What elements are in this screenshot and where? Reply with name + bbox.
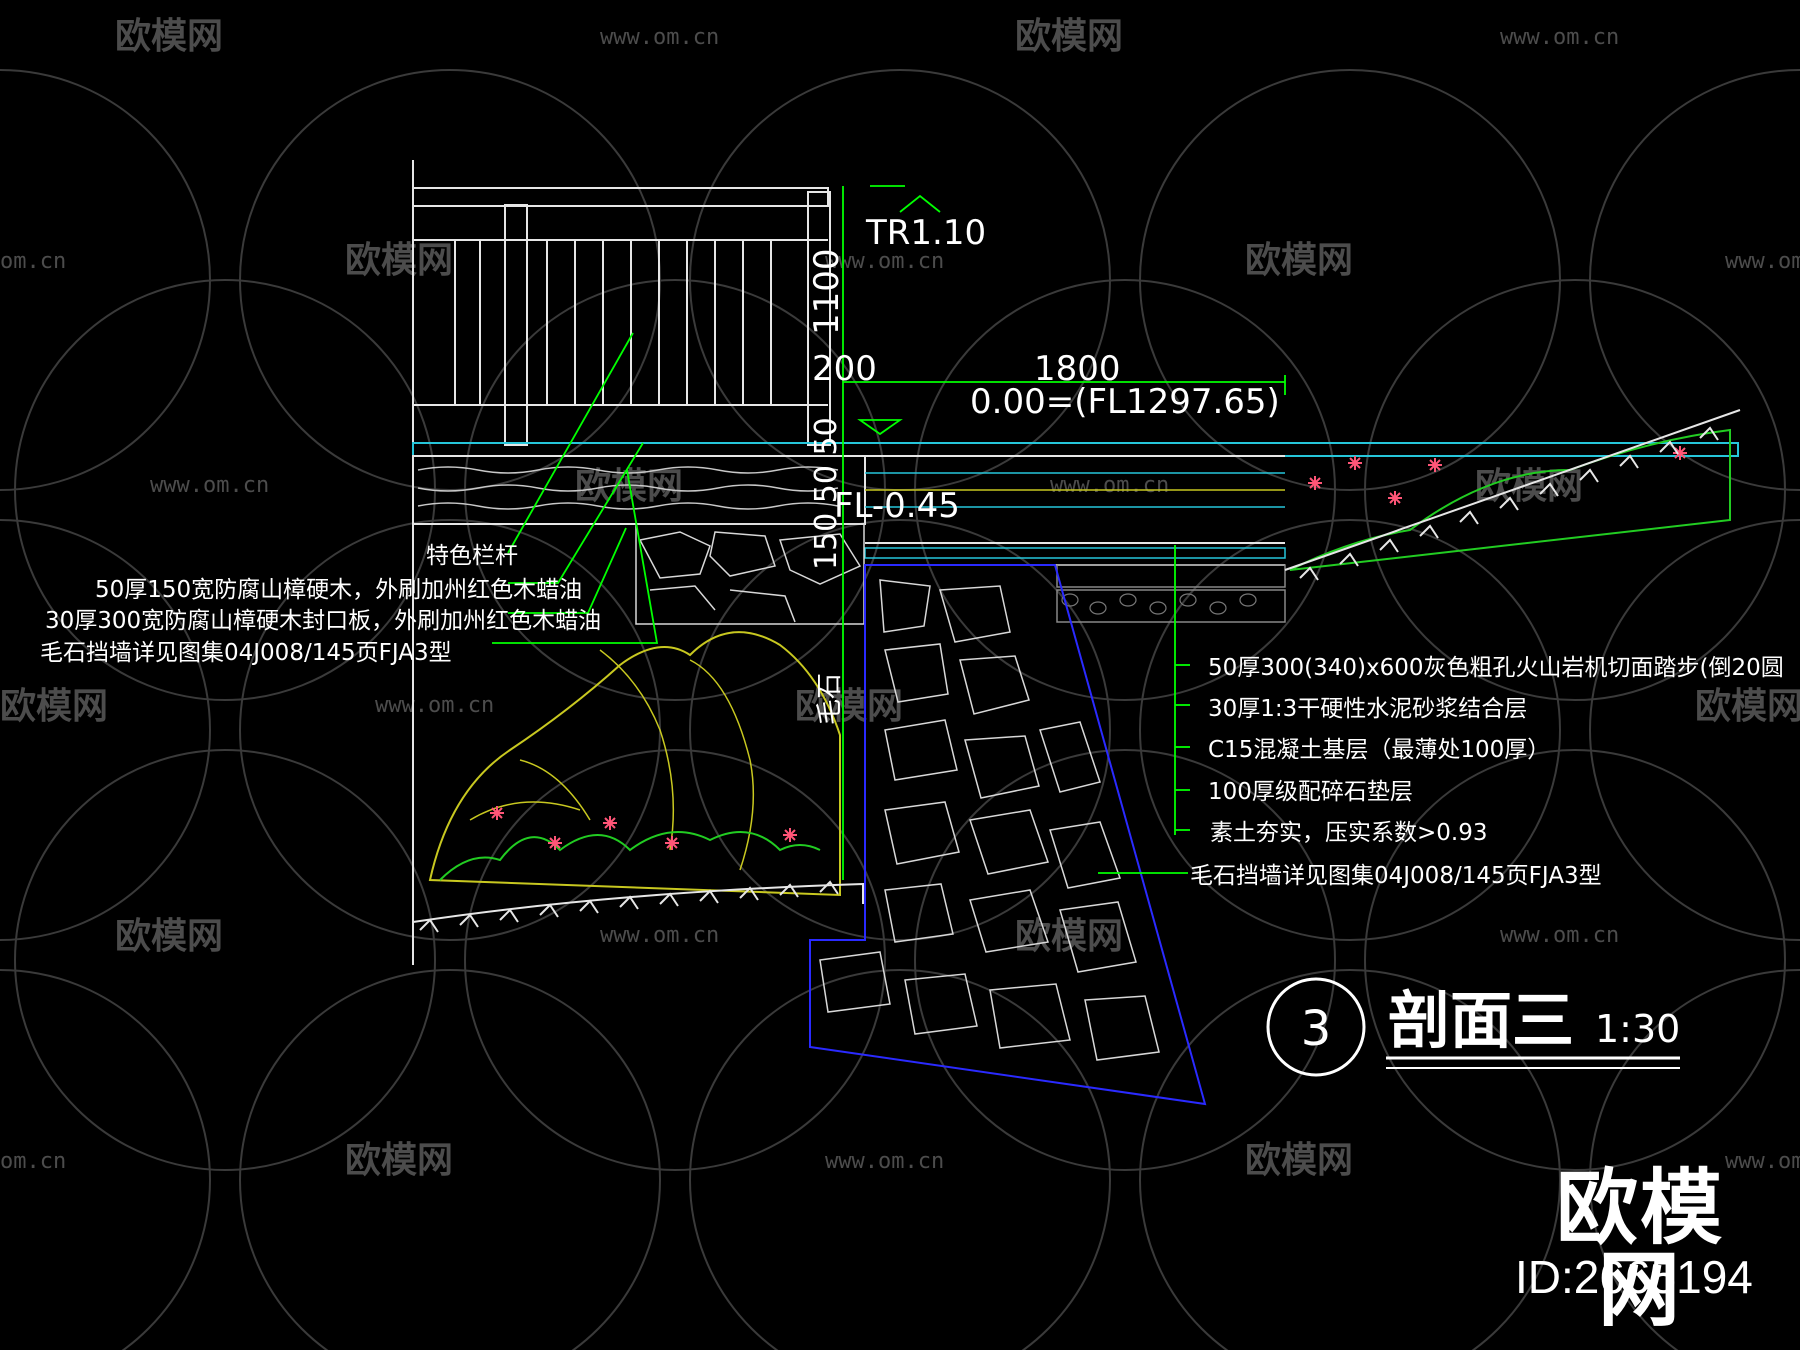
tr-label: TR1.10 (865, 213, 986, 253)
dimension-lines (842, 185, 1286, 880)
watermark-url: www.om.cn (1725, 249, 1800, 274)
flowers (490, 446, 1687, 850)
note-mortar: 30厚1:3干硬性水泥砂浆结合层 (1208, 696, 1527, 722)
brand-id: ID:2665194 (1515, 1251, 1753, 1303)
watermark-brand: 欧模网 (1245, 240, 1353, 281)
rock-garden (428, 428, 1731, 897)
watermark-url: www.om.cn (825, 249, 944, 274)
note-concrete: C15混凝土基层（最薄处100厚） (1208, 737, 1550, 763)
deck-section (412, 442, 1739, 623)
d200-label: 200 (812, 349, 877, 389)
note-left-wall: 毛石挡墙详见图集04J008/145页FJA3型 (40, 640, 452, 666)
watermark-brand: 欧模网 (345, 240, 453, 281)
watermark-url: www.om.cn (600, 923, 719, 948)
note-right-wall: 毛石挡墙详见图集04J008/145页FJA3型 (1190, 863, 1602, 889)
rubble-wall-right (809, 564, 1207, 1106)
watermark-url: om.cn (0, 1149, 66, 1174)
watermark-brand: 欧模网 (115, 16, 223, 57)
note-railing: 特色栏杆 (426, 543, 518, 569)
watermark-url: www.om.cn (1500, 923, 1619, 948)
title-scale: 1:30 (1595, 1007, 1680, 1051)
watermark-url: www.om.cn (1725, 1149, 1800, 1174)
fl-low-label: FL-0.45 (834, 486, 960, 526)
rail-height-label: 1100 (807, 248, 847, 335)
watermark-brand: 欧模网 (795, 686, 903, 727)
watermark-url: om.cn (0, 249, 66, 274)
section-title: 3 剖面三 1:30 (1266, 977, 1680, 1077)
right-notes: 50厚300(340)x600灰色粗孔火山岩机切面踏步(倒20圆 30厚1:3干… (1190, 655, 1784, 889)
stone-tag-label: 毛石 (815, 673, 845, 725)
note-handrail: 50厚150宽防腐山樟硬木，外刷加州红色木蜡油 (95, 577, 582, 603)
note-gravel: 100厚级配碎石垫层 (1208, 779, 1413, 805)
watermark-layer: 欧模网 www.om.cn 欧模网 www.om.cn om.cn 欧模网 ww… (0, 16, 1800, 1181)
dimension-text: TR1.10 1100 200 1800 0.00=(FL1297.65) FL… (807, 213, 1280, 725)
leader-lines (492, 332, 659, 644)
watermark-brand: 欧模网 (0, 686, 108, 727)
watermark-brand: 欧模网 (1015, 916, 1123, 957)
watermark-url: www.om.cn (1050, 473, 1169, 498)
watermark-brand: 欧模网 (345, 1140, 453, 1181)
level-label: 0.00=(FL1297.65) (970, 382, 1280, 422)
ground-line (412, 409, 1741, 933)
left-notes: 特色栏杆 50厚150宽防腐山樟硬木，外刷加州红色木蜡油 30厚300宽防腐山樟… (40, 543, 601, 666)
vertical-stack-label: 150 50 50 (809, 417, 844, 570)
watermark-url: www.om.cn (825, 1149, 944, 1174)
title-number-circle (1266, 977, 1366, 1077)
watermark-brand: 欧模网 (1695, 686, 1800, 727)
watermark-brand: 欧模网 (1015, 16, 1123, 57)
watermark-url: www.om.cn (1500, 25, 1619, 50)
watermark-url: www.om.cn (600, 25, 719, 50)
note-step-stone: 50厚300(340)x600灰色粗孔火山岩机切面踏步(倒20圆 (1208, 655, 1784, 681)
watermark-brand: 欧模网 (1245, 1140, 1353, 1181)
d1800-label: 1800 (1034, 349, 1121, 389)
note-cap-board: 30厚300宽防腐山樟硬木封口板，外刷加州红色木蜡油 (45, 608, 601, 634)
title-number: 3 (1301, 1001, 1332, 1057)
title-name: 剖面三 (1388, 984, 1574, 1057)
note-soil: 素土夯实，压实系数>0.93 (1210, 820, 1487, 846)
watermark-url: www.om.cn (150, 473, 269, 498)
watermark-url: www.om.cn (375, 693, 494, 718)
railing (412, 160, 831, 965)
watermark-brand: 欧模网 (115, 916, 223, 957)
watermark-brand: 欧模网 (1475, 466, 1583, 507)
brand-logo: 欧模网 (1555, 1161, 1724, 1338)
